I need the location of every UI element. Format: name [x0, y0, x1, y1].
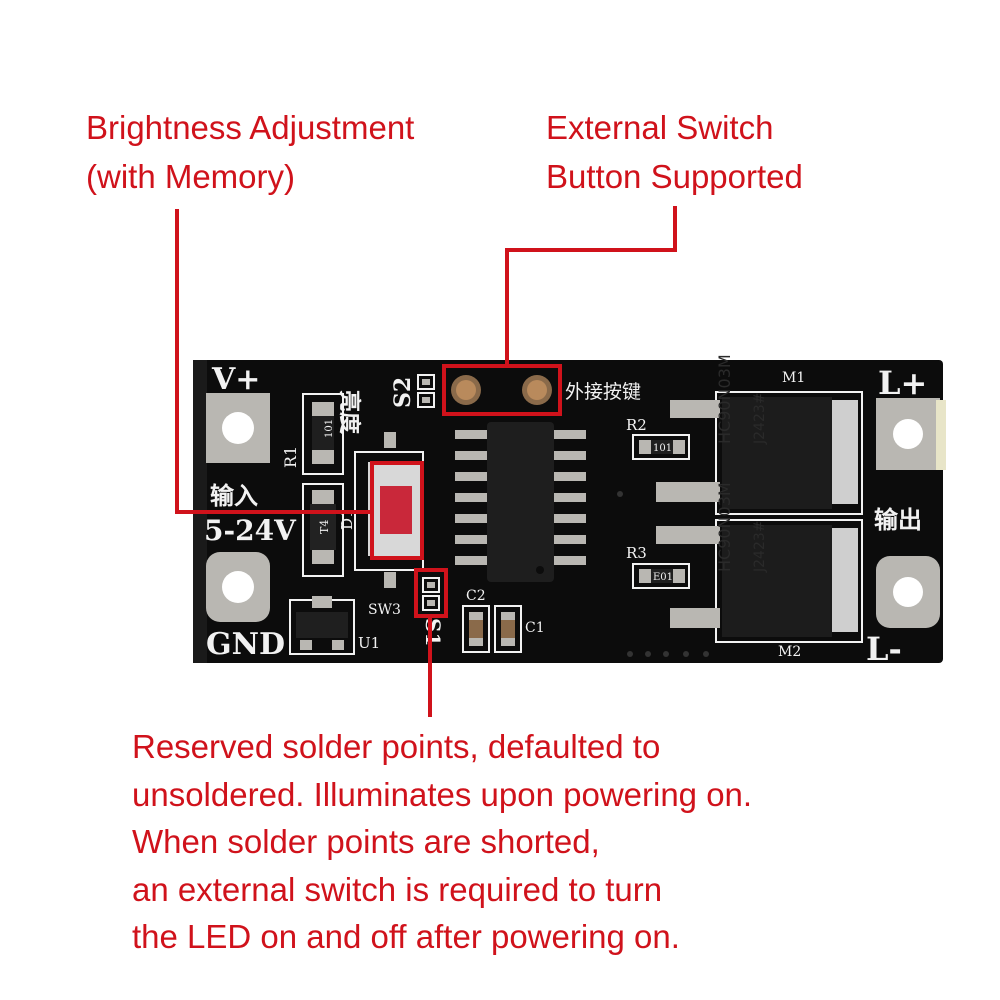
ic-pin [554, 430, 586, 439]
vias [617, 491, 709, 657]
callout-line: unsoldered. Illuminates upon powering on… [132, 775, 753, 813]
callout-leaders [175, 206, 677, 717]
svg-text:101: 101 [653, 443, 672, 454]
voltage-label: 5-24V [204, 514, 297, 547]
ic-pin [455, 472, 487, 481]
callout-line: External Switch [546, 109, 774, 146]
ic-pin [455, 493, 487, 502]
ic-pin [554, 493, 586, 502]
reserved-solder-callout: Reserved solder points, defaulted to uns… [132, 723, 752, 961]
c1-capacitor [494, 605, 522, 653]
brightness-leader [175, 209, 372, 514]
external-switch-leader [505, 206, 677, 366]
external-switch-callout: External Switch Button Supported [546, 103, 803, 201]
svg-text:HC90N03M: HC90N03M [715, 482, 734, 572]
r3-resistor: E01 [632, 563, 690, 589]
callout-line: Button Supported [546, 158, 803, 195]
v-plus-label: V+ [211, 362, 260, 397]
gnd-label: GND [206, 627, 285, 662]
s1-label: S1 [421, 618, 445, 646]
s2-label: S2 [390, 377, 416, 408]
u1-label: U1 [358, 634, 380, 652]
callout-line: When solder points are shorted, [132, 823, 600, 860]
v-plus-pad [206, 393, 270, 463]
m2-label: M2 [778, 644, 801, 660]
ic-pin [554, 472, 586, 481]
m1-label: M1 [782, 370, 805, 386]
r2-label: R2 [626, 416, 647, 434]
s1-solder-points [422, 577, 440, 611]
svg-text:E01: E01 [653, 572, 673, 583]
l-plus-pad [876, 398, 940, 470]
external-key-label-cn: 外接按键 [565, 381, 641, 403]
callout-line: Brightness Adjustment [86, 109, 415, 146]
l-minus-pad [876, 556, 940, 628]
svg-text:J2423#: J2423# [752, 521, 768, 574]
callout-line: Reserved solder points, defaulted to [132, 728, 661, 765]
svg-text:T4: T4 [318, 520, 331, 534]
ic-pin [554, 451, 586, 460]
callout-line: the LED on and off after powering on. [132, 918, 680, 955]
mosfet-m2: HC90N03M J2423# [656, 482, 863, 643]
main-ic-pins [455, 430, 586, 565]
ic-pin [455, 535, 487, 544]
sw3-label: SW3 [368, 602, 401, 618]
ic-pin [455, 451, 487, 460]
external-switch-pads [451, 375, 552, 405]
r1-resistor: 101 [302, 393, 344, 475]
svg-text:HC90N03M: HC90N03M [715, 354, 734, 444]
svg-text:101: 101 [324, 419, 335, 438]
ic-pin [554, 556, 586, 565]
c2-capacitor [462, 605, 490, 653]
c1-label: C1 [525, 620, 545, 636]
mosfet-m1: HC90N03M J2423# [656, 354, 863, 515]
svg-text:J2423#: J2423# [752, 393, 768, 446]
r3-label: R3 [626, 544, 647, 562]
main-ic [487, 422, 554, 582]
input-label-cn: 输入 [210, 481, 258, 510]
ic-pin [554, 514, 586, 523]
r2-resistor: 101 [632, 434, 690, 460]
brightness-highlight-box [370, 461, 424, 560]
c2-label: C2 [466, 588, 486, 604]
ic-pin [554, 535, 586, 544]
l-plus-label: L+ [878, 364, 927, 402]
brightness-label-cn: 亮度 [336, 390, 362, 435]
ic-pin [455, 556, 487, 565]
r1-label: R1 [281, 446, 300, 468]
gnd-pad [206, 552, 270, 622]
ic-pin [455, 430, 487, 439]
output-label-cn: 输出 [874, 505, 922, 534]
sw3-tactile-button [354, 432, 424, 588]
ic-pin [455, 514, 487, 523]
external-switch-highlight-box [442, 364, 562, 416]
brightness-callout: Brightness Adjustment (with Memory) [86, 103, 414, 201]
callout-line: (with Memory) [86, 158, 296, 195]
callout-line: an external switch is required to turn [132, 870, 663, 908]
u1-regulator [289, 596, 355, 655]
l-minus-label: L- [866, 630, 902, 668]
s2-solder-points [417, 374, 435, 408]
